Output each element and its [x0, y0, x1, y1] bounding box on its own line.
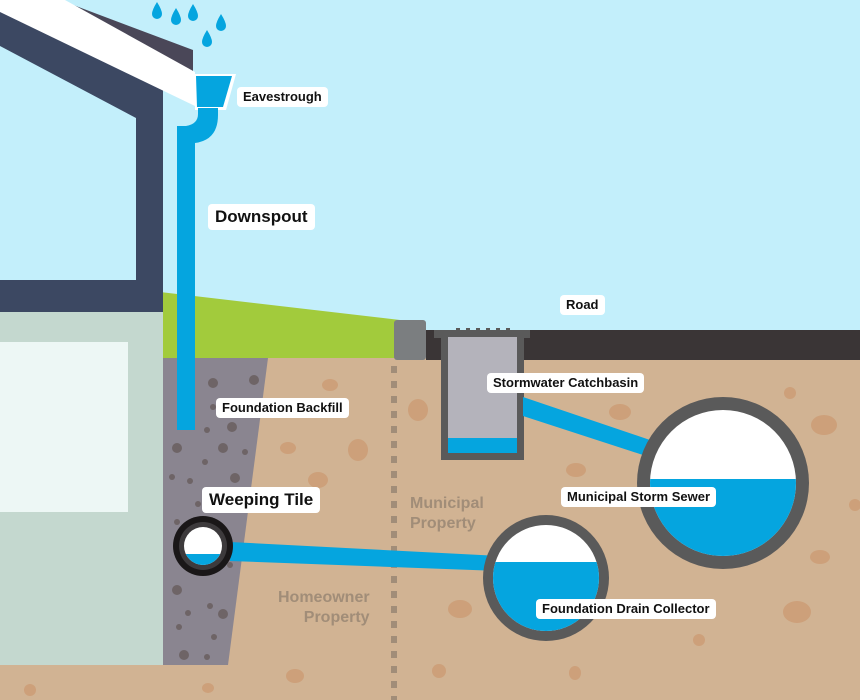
weeping-tile: [173, 516, 233, 576]
fascia: [0, 0, 195, 106]
backfill-stones: [169, 375, 259, 660]
stormwater-catchbasin: [434, 328, 530, 460]
weeping-tile-drain-pipe: [230, 542, 500, 571]
label-road: Road: [560, 295, 605, 315]
house: [0, 0, 195, 665]
label-eavestrough: Eavestrough: [237, 87, 328, 107]
soil-pebbles: [24, 379, 860, 696]
label-foundation-drain-collector: Foundation Drain Collector: [536, 599, 716, 619]
grass: [160, 292, 400, 358]
zone-municipal-property: Municipal Property: [410, 494, 484, 534]
label-stormwater-catchbasin: Stormwater Catchbasin: [487, 373, 645, 393]
zone-municipal-line2: Property: [410, 515, 476, 532]
eavestrough-water: [196, 76, 232, 107]
downspout: [177, 108, 218, 430]
house-window: [0, 342, 128, 512]
zone-homeowner-line2: Property: [303, 609, 370, 626]
zone-homeowner-property: Homeowner Property: [278, 588, 370, 628]
house-frame: [0, 10, 163, 312]
catchbasin-outlet-pipe: [523, 397, 650, 456]
label-municipal-storm-sewer: Municipal Storm Sewer: [561, 487, 717, 507]
foundation-drain-collector: [483, 515, 609, 641]
label-foundation-backfill: Foundation Backfill: [216, 398, 349, 418]
zone-municipal-line1: Municipal: [410, 495, 484, 512]
municipal-storm-sewer: [637, 397, 809, 569]
rain-drop-icon: [152, 2, 226, 47]
curb: [394, 320, 426, 360]
label-weeping-tile: Weeping Tile: [202, 487, 321, 514]
zone-homeowner-line1: Homeowner: [278, 589, 370, 606]
label-downspout: Downspout: [208, 204, 315, 231]
